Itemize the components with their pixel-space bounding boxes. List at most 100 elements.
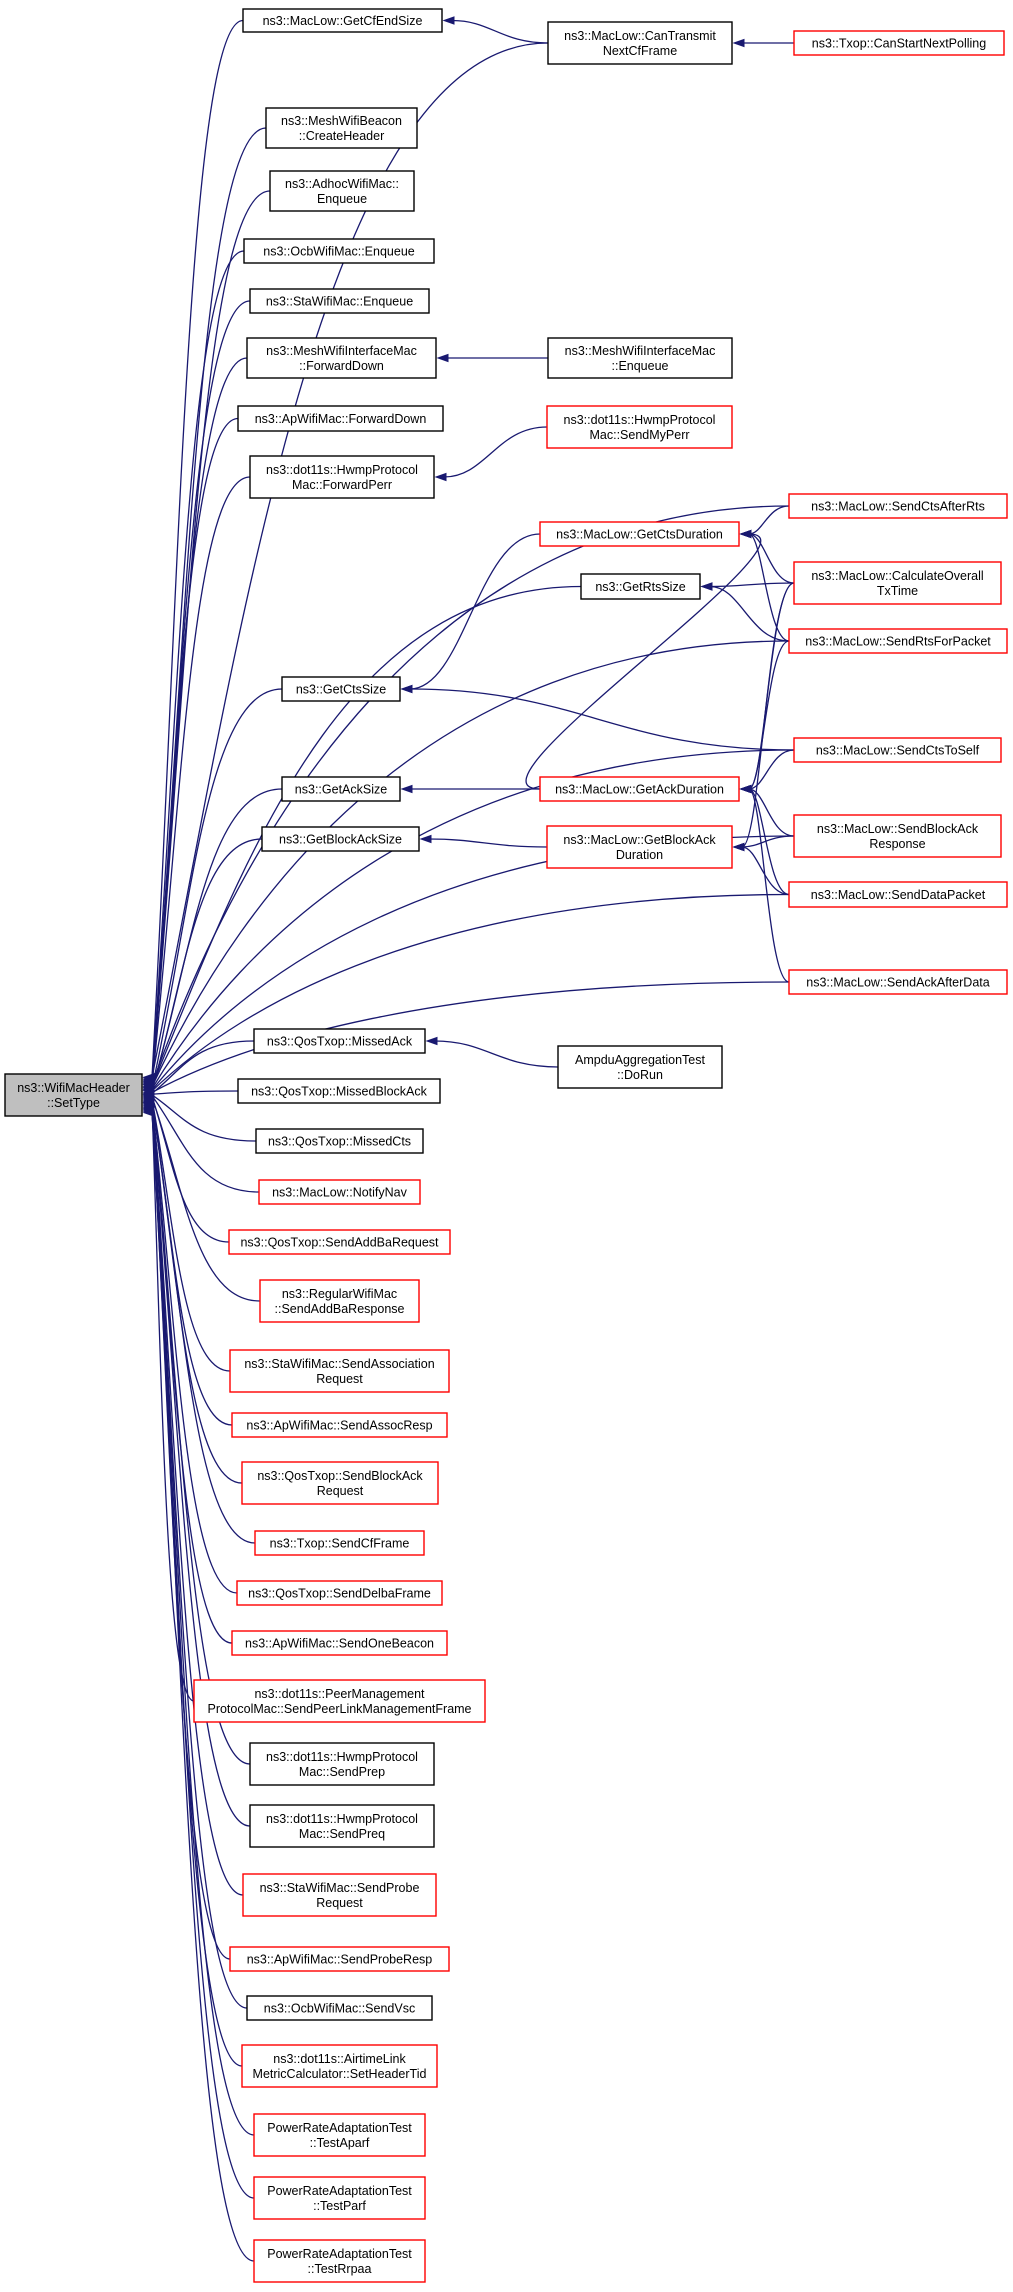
graph-node-adhocenqueue[interactable]: ns3::AdhocWifiMac::Enqueue — [269, 170, 415, 212]
graph-node-sendonebeacon[interactable]: ns3::ApWifiMac::SendOneBeacon — [231, 1630, 448, 1656]
node-label-line: TxTime — [877, 584, 918, 598]
graph-node-sendproberesp[interactable]: ns3::ApWifiMac::SendProbeResp — [229, 1946, 450, 1972]
node-box — [281, 676, 401, 702]
edge-sendprep-to-root — [151, 1104, 251, 1765]
node-label-line: ns3::MacLow::GetAckDuration — [555, 783, 724, 797]
edge-sendblockackresponse-to-getackduration — [748, 788, 795, 837]
node-box — [228, 1229, 451, 1255]
graph-node-sendcfframe[interactable]: ns3::Txop::SendCfFrame — [254, 1530, 425, 1556]
graph-node-notifynav[interactable]: ns3::MacLow::NotifyNav — [258, 1179, 421, 1205]
graph-node-sendackafterdata[interactable]: ns3::MacLow::SendAckAfterData — [788, 969, 1008, 995]
edge-getctsduration-to-getctssize — [409, 533, 541, 690]
graph-node-testrrpaa[interactable]: PowerRateAdaptationTest::TestRrpaa — [253, 2239, 426, 2283]
graph-node-peerlinkmgmt[interactable]: ns3::dot11s::PeerManagementProtocolMac::… — [193, 1679, 486, 1723]
node-label-line: ns3::MeshWifiBeacon — [281, 114, 402, 128]
graph-node-hwmpforwardperr[interactable]: ns3::dot11s::HwmpProtocolMac::ForwardPer… — [249, 455, 435, 499]
node-label-line: ns3::MacLow::GetCfEndSize — [263, 14, 423, 28]
graph-node-apforwarddown[interactable]: ns3::ApWifiMac::ForwardDown — [237, 405, 444, 432]
node-label-line: Mac::SendMyPerr — [589, 428, 689, 442]
graph-node-staenqueue[interactable]: ns3::StaWifiMac::Enqueue — [249, 288, 430, 314]
edge-senddelbaframe-to-root — [151, 1102, 238, 1594]
node-box — [237, 405, 444, 432]
node-label-line: ns3::MacLow::SendCtsToSelf — [816, 744, 980, 758]
graph-node-testparf[interactable]: PowerRateAdaptationTest::TestParf — [253, 2176, 426, 2220]
node-box — [241, 2044, 438, 2088]
edge-getctssize-to-root — [151, 688, 283, 1088]
graph-node-sendaddbarequest[interactable]: ns3::QosTxop::SendAddBaRequest — [228, 1229, 451, 1255]
graph-node-sendvsc[interactable]: ns3::OcbWifiMac::SendVsc — [246, 1995, 433, 2021]
node-box — [246, 337, 437, 379]
node-label-line: ::CreateHeader — [299, 129, 384, 143]
node-label-line: ns3::MacLow::GetBlockAck — [563, 833, 716, 847]
edge-ampdudorun-to-missedack — [434, 1040, 559, 1068]
graph-node-missedblockack[interactable]: ns3::QosTxop::MissedBlockAck — [237, 1078, 441, 1104]
node-box — [4, 1073, 143, 1117]
node-box — [793, 30, 1005, 56]
node-label-line: ns3::GetRtsSize — [595, 580, 685, 594]
node-box — [249, 455, 435, 499]
graph-node-root[interactable]: ns3::WifiMacHeader::SetType — [4, 1073, 143, 1117]
graph-node-getrtssize[interactable]: ns3::GetRtsSize — [580, 573, 701, 600]
node-box — [793, 814, 1002, 858]
graph-node-setheadertid[interactable]: ns3::dot11s::AirtimeLinkMetricCalculator… — [241, 2044, 438, 2088]
node-label-line: ns3::MacLow::NotifyNav — [272, 1186, 408, 1200]
graph-node-getacksize[interactable]: ns3::GetAckSize — [281, 776, 401, 802]
graph-node-senddelbaframe[interactable]: ns3::QosTxop::SendDelbaFrame — [236, 1580, 443, 1606]
graph-node-canstartnextpolling[interactable]: ns3::Txop::CanStartNextPolling — [793, 30, 1005, 56]
graph-node-missedack[interactable]: ns3::QosTxop::MissedAck — [253, 1028, 426, 1054]
node-label-line: ns3::MacLow::SendRtsForPacket — [805, 635, 991, 649]
graph-node-ampdudorun[interactable]: AmpduAggregationTest::DoRun — [557, 1045, 723, 1089]
edge-missedack-to-root — [151, 1040, 255, 1094]
graph-node-senddatapacket[interactable]: ns3::MacLow::SendDataPacket — [788, 881, 1008, 908]
node-label-line: Request — [316, 1372, 363, 1386]
graph-node-sendrtsforpacket[interactable]: ns3::MacLow::SendRtsForPacket — [788, 628, 1008, 654]
graph-node-ocbenqueue[interactable]: ns3::OcbWifiMac::Enqueue — [243, 238, 435, 264]
node-box — [249, 288, 430, 314]
graph-node-sendctstoself[interactable]: ns3::MacLow::SendCtsToSelf — [793, 737, 1002, 763]
node-box — [243, 238, 435, 264]
node-label-line: ns3::ApWifiMac::SendAssocResp — [246, 1419, 432, 1433]
node-label-line: ns3::WifiMacHeader — [17, 1081, 130, 1095]
graph-node-meshbeacon[interactable]: ns3::MeshWifiBeacon::CreateHeader — [265, 107, 418, 149]
graph-node-getackduration[interactable]: ns3::MacLow::GetAckDuration — [539, 776, 740, 802]
graph-node-sendctsafterrts[interactable]: ns3::MacLow::SendCtsAfterRts — [788, 493, 1008, 519]
graph-node-sendassocresp[interactable]: ns3::ApWifiMac::SendAssocResp — [231, 1412, 448, 1438]
node-label-line: ns3::GetCtsSize — [296, 683, 386, 697]
edge-calculateoverall-to-getrtssize — [709, 582, 795, 588]
edge-sendrtsforpacket-to-getackduration — [748, 640, 790, 790]
graph-node-getctssize[interactable]: ns3::GetCtsSize — [281, 676, 401, 702]
graph-node-meshenqueue[interactable]: ns3::MeshWifiInterfaceMac::Enqueue — [547, 337, 733, 379]
graph-node-sendaddbaresponse[interactable]: ns3::RegularWifiMac::SendAddBaResponse — [259, 1279, 420, 1323]
node-label-line: ns3::dot11s::HwmpProtocol — [266, 1750, 418, 1764]
arrowhead — [400, 784, 413, 794]
graph-node-getctsduration[interactable]: ns3::MacLow::GetCtsDuration — [539, 521, 740, 547]
node-box — [231, 1412, 448, 1438]
node-label-line: ns3::dot11s::HwmpProtocol — [266, 463, 418, 477]
node-label-line: ns3::RegularWifiMac — [282, 1287, 397, 1301]
edge-peerlinkmgmt-to-root — [151, 1103, 195, 1702]
node-label-line: ns3::OcbWifiMac::Enqueue — [263, 245, 415, 259]
graph-node-testaparf[interactable]: PowerRateAdaptationTest::TestAparf — [253, 2113, 426, 2157]
graph-node-getcfendsize[interactable]: ns3::MacLow::GetCfEndSize — [242, 8, 443, 33]
graph-node-meshforwarddown[interactable]: ns3::MeshWifiInterfaceMac::ForwardDown — [246, 337, 437, 379]
node-label-line: NextCfFrame — [603, 44, 677, 58]
graph-node-missedcts[interactable]: ns3::QosTxop::MissedCts — [255, 1128, 424, 1154]
node-box — [229, 1349, 450, 1393]
node-box — [255, 1128, 424, 1154]
edge-sendpreq-to-root — [151, 1105, 251, 1827]
graph-node-getblockacksize[interactable]: ns3::GetBlockAckSize — [261, 826, 420, 852]
node-box — [242, 8, 443, 33]
edge-apforwarddown-to-root — [151, 417, 239, 1084]
node-box — [253, 2239, 426, 2283]
